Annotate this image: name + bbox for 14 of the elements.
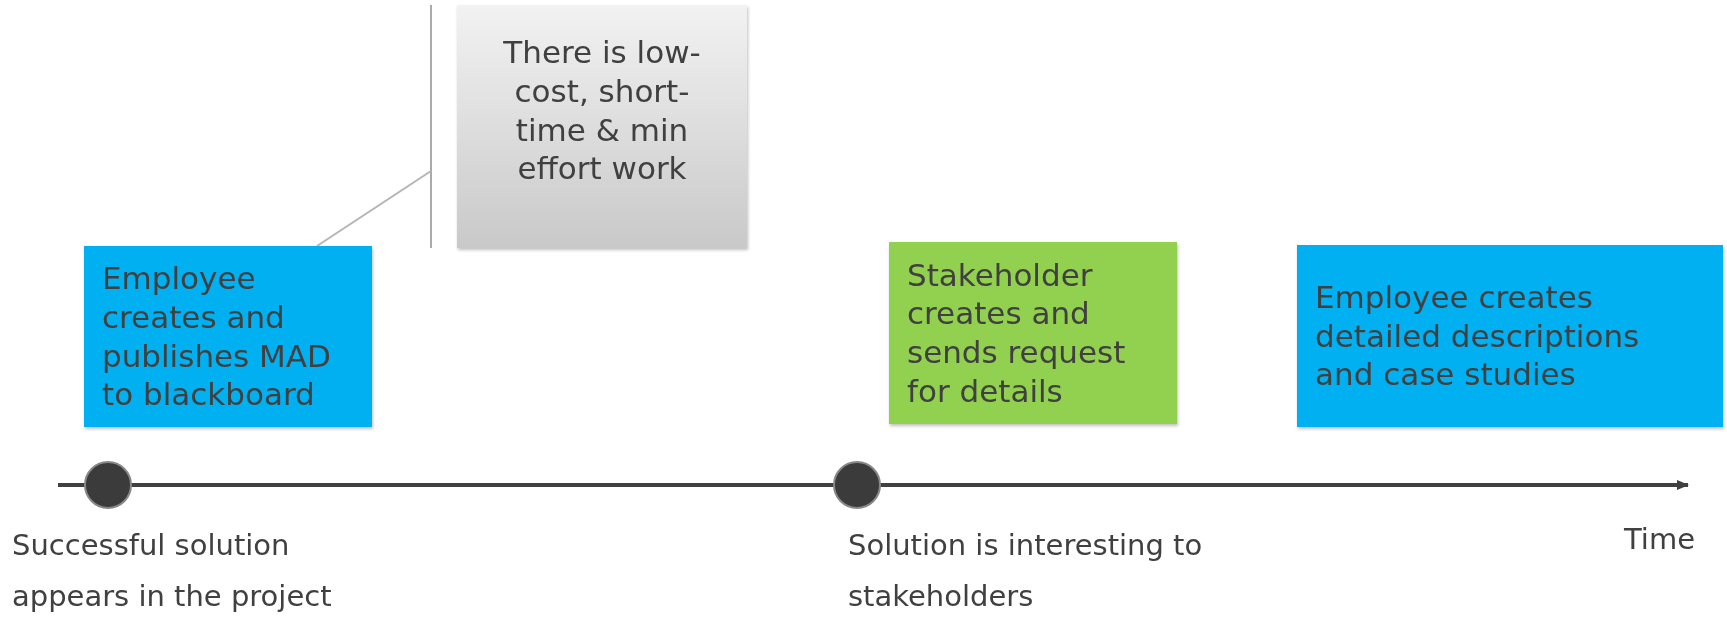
leader-line (316, 170, 432, 247)
box-text: There is low-cost, short-time & min effort work (502, 33, 702, 188)
process-box (889, 242, 1177, 424)
callout-box (457, 5, 747, 248)
process-box (1297, 245, 1723, 427)
milestone-caption: Solution is interesting to stakeholders (848, 527, 1204, 615)
timeline-milestone-dot (833, 461, 881, 509)
milestone-caption: Successful solution appears in the project (12, 527, 333, 615)
timeline-milestone-dot (84, 461, 132, 509)
box-text: Stakeholder creates and sends request for details (907, 255, 1127, 411)
process-box (84, 246, 372, 427)
box-text: Employee creates detailed descriptions and case studies (1315, 277, 1641, 395)
box-text: Employee creates and publishes MAD to blackboard (102, 259, 332, 414)
axis-label: Time (1624, 522, 1695, 556)
